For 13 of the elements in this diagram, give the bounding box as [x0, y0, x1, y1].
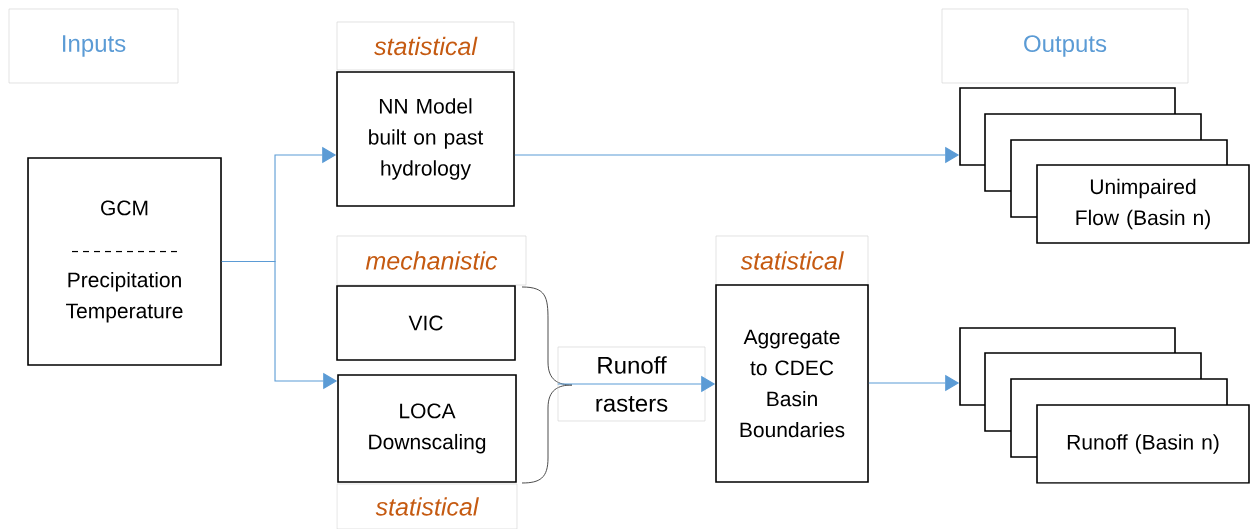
- process-box: Unimpaired Flow (Basin n): [1036, 164, 1250, 244]
- category-label: mechanistic: [336, 235, 527, 286]
- category-label: statistical: [336, 21, 515, 71]
- data-label: Runoff rasters: [557, 346, 706, 422]
- process-box: Aggregate to CDEC Basin Boundaries: [715, 284, 869, 483]
- process-box: NN Model built on past hydrology: [336, 71, 515, 207]
- process-box: Runoff (Basin n): [1036, 404, 1250, 484]
- process-box: GCM Precipitation Temperature: [27, 157, 222, 366]
- process-box: VIC: [336, 285, 516, 361]
- heading-box: Outputs: [941, 8, 1189, 84]
- category-label: statistical: [336, 483, 518, 529]
- process-box: LOCA Downscaling: [337, 374, 517, 483]
- heading-box: Inputs: [8, 8, 179, 84]
